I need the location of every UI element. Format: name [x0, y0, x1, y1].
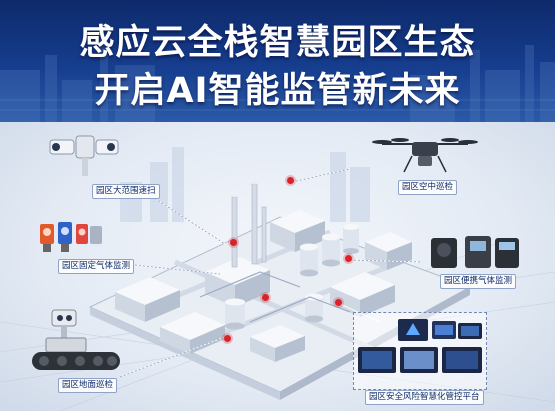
callout-label-fixed-gas: 园区固定气体监测 [58, 259, 135, 274]
headline-line-2: 开启AI智能监管新未来 [94, 71, 461, 111]
ptz-camera-icon [49, 135, 119, 176]
hotspot-dot[interactable] [287, 177, 294, 184]
storage-tanks [225, 224, 359, 330]
header-banner: 感应云全栈智慧园区生态 开启AI智能监管新未来 [0, 0, 555, 122]
hotspot-dot[interactable] [345, 255, 352, 262]
hotspot-dot[interactable] [335, 299, 342, 306]
gas-detector-icon [40, 222, 102, 252]
hotspot-dot[interactable] [230, 239, 237, 246]
portable-gas-detector-icon [431, 236, 519, 268]
callout-label-wide-area-scan: 园区大范围速扫 [92, 184, 160, 199]
hotspot-dot[interactable] [224, 335, 231, 342]
callout-label-safety-platform: 园区安全风险智慧化管控平台 [365, 390, 484, 405]
dashboard-screens-icon [358, 319, 482, 373]
callout-label-portable-gas: 园区便携气体监测 [440, 274, 517, 289]
chimneys [231, 183, 267, 268]
safety-platform-panel[interactable] [353, 312, 487, 390]
drone-icon [372, 138, 478, 173]
park-buildings [115, 210, 412, 362]
callout-label-aerial-patrol: 园区空中巡检 [398, 180, 458, 195]
callout-label-ground-patrol: 园区地面巡检 [58, 378, 118, 393]
hotspot-dot[interactable] [262, 294, 269, 301]
patrol-robot-icon [32, 309, 120, 370]
smart-park-scene: 园区大范围速扫 园区空中巡检 园区固定气体监测 [0, 122, 555, 411]
refinery-skyline-background [0, 40, 555, 122]
headline-line-1: 感应云全栈智慧园区生态 [79, 23, 476, 63]
